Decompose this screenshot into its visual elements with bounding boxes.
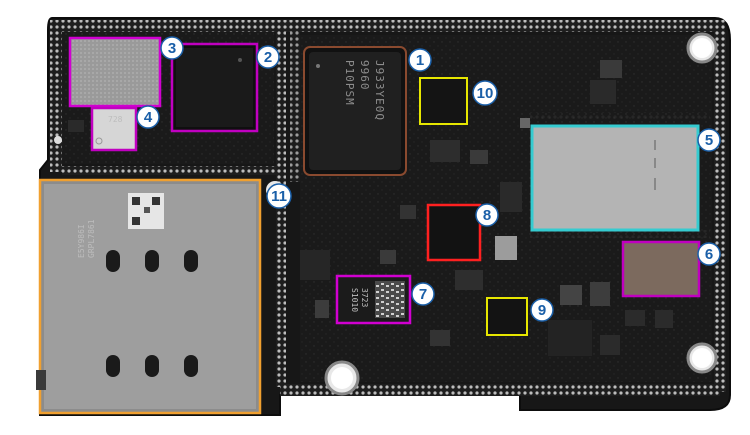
soc-marking-1: J933YE0Q	[373, 60, 386, 121]
svg-text:9: 9	[538, 302, 546, 319]
marker-7: 7	[411, 282, 435, 306]
marker-badges: 1 2 3 4 5 6 7	[136, 36, 721, 322]
marker-9: 9	[530, 298, 554, 322]
sim-tray-marking-2: GRPL7861	[87, 219, 96, 258]
svg-text:8: 8	[483, 207, 491, 224]
marker-10: 10	[472, 80, 498, 106]
marker-4: 4	[136, 105, 160, 129]
chip-3	[68, 36, 162, 108]
chip-4-marking: 728	[108, 115, 123, 124]
marker-11: 11	[266, 183, 292, 209]
marker-2: 2	[256, 45, 280, 69]
svg-text:5: 5	[705, 132, 713, 149]
svg-text:4: 4	[144, 109, 153, 126]
soc-marking-2: 9960	[358, 60, 371, 91]
chip-7: S1010 3723	[335, 274, 412, 325]
chip-10	[419, 77, 468, 125]
marker-5: 5	[697, 128, 721, 152]
via-column-middle	[276, 32, 286, 387]
svg-text:3: 3	[168, 40, 176, 57]
sim-contact-slots	[106, 250, 198, 377]
shield-5	[530, 124, 700, 232]
marker-3: 3	[160, 36, 184, 60]
svg-text:10: 10	[477, 85, 494, 102]
marker-8: 8	[475, 203, 499, 227]
soc-chip: J933YE0Q 9960 P10PSM	[303, 46, 407, 176]
svg-text:6: 6	[705, 246, 713, 263]
chip-6	[621, 240, 701, 298]
svg-text:1: 1	[416, 52, 424, 69]
via-row-right	[714, 32, 726, 392]
svg-text:11: 11	[271, 188, 287, 205]
svg-text:2: 2	[264, 49, 272, 66]
via-row-left	[50, 32, 62, 172]
chip-7-marking-2: 3723	[360, 288, 369, 307]
via-row-top	[50, 20, 725, 32]
svg-text:7: 7	[419, 286, 427, 303]
chip-9	[486, 297, 528, 336]
via-row-inner	[62, 166, 282, 175]
chip-4: 728	[90, 106, 138, 152]
marker-1: 1	[408, 48, 432, 72]
sim-tray: E5Y986I GRPL7861	[36, 178, 262, 415]
misc-components	[68, 60, 673, 356]
sim-tray-marking-1: E5Y986I	[77, 224, 86, 258]
chip-7-marking-1: S1010	[350, 288, 359, 312]
via-row-bottom	[280, 384, 720, 396]
marker-6: 6	[697, 242, 721, 266]
chip-2	[170, 42, 259, 133]
chip-8	[426, 203, 482, 262]
mounting-holes	[54, 32, 718, 396]
soc-marking-3: P10PSM	[343, 60, 356, 106]
